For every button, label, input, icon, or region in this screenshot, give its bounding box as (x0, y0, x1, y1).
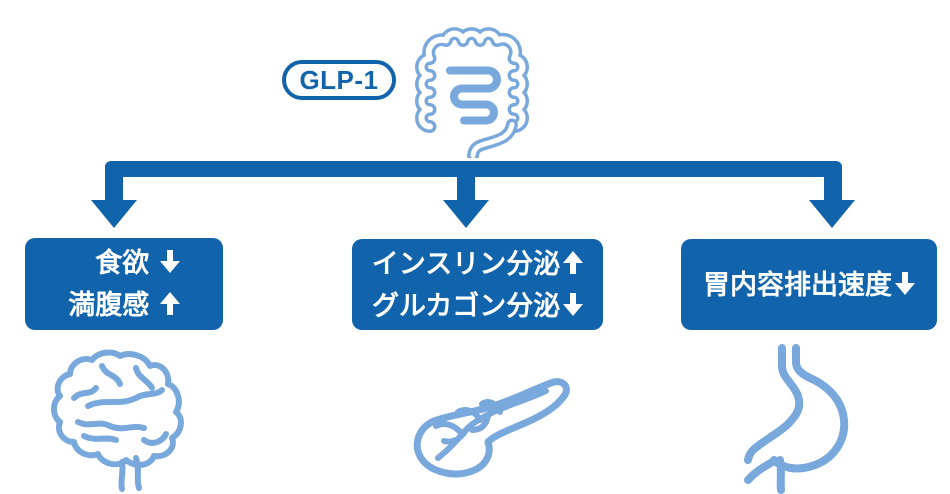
down-arrow-center (443, 200, 489, 228)
stomach-icon (744, 344, 849, 494)
down-arrow-icon (159, 249, 180, 274)
brain-icon (51, 349, 184, 492)
box-line: 満腹感 (68, 284, 180, 326)
intestine-icon (415, 27, 529, 158)
down-arrow-icon (563, 292, 584, 317)
box-appetite-satiety: 食欲 満腹感 (25, 238, 223, 330)
box-gastric-emptying: 胃内容排出速度 (681, 239, 937, 330)
glp1-label-text: GLP-1 (299, 64, 379, 95)
box-line: インスリン分泌 (372, 243, 583, 285)
up-arrow-icon (563, 250, 583, 275)
box-line: グルカゴン分泌 (372, 285, 584, 327)
down-arrow-right (809, 200, 855, 228)
up-arrow-icon (160, 291, 180, 316)
glp1-label: GLP-1 (282, 60, 396, 100)
pancreas-icon (413, 378, 570, 478)
branch-arrows (91, 161, 855, 228)
box-insulin-glucagon: インスリン分泌 グルカゴン分泌 (352, 239, 603, 330)
down-arrow-icon (895, 271, 915, 296)
box-line: 胃内容排出速度 (703, 264, 915, 306)
box-line: 食欲 (68, 242, 180, 284)
down-arrow-left (91, 200, 137, 228)
